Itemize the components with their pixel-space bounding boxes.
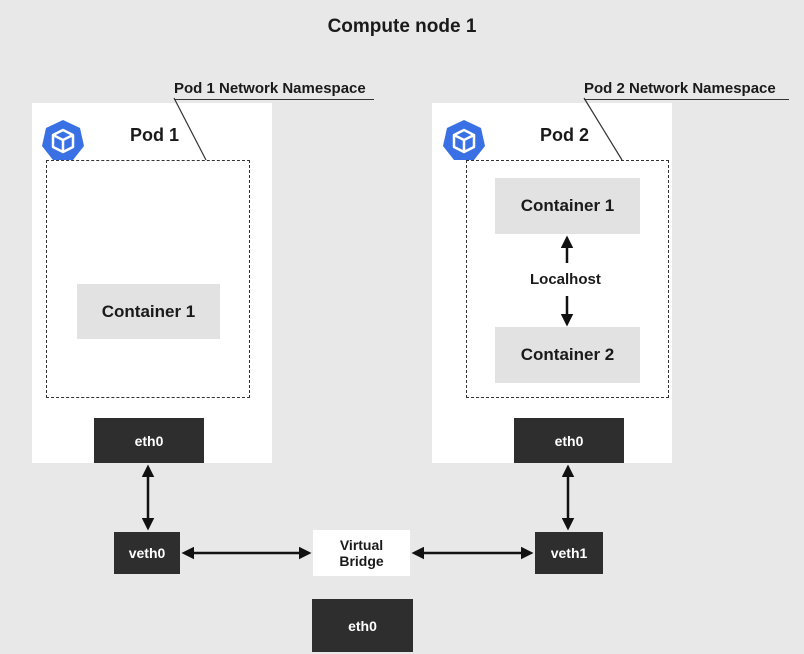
host-eth0-label: eth0 xyxy=(348,617,377,634)
virtual-bridge: Virtual Bridge xyxy=(313,530,410,576)
pod2-namespace-label: Pod 2 Network Namespace xyxy=(584,80,789,100)
pod2-container-1-label: Container 1 xyxy=(520,196,615,215)
host-eth0: eth0 xyxy=(312,599,413,652)
pod1-namespace-box xyxy=(46,160,250,398)
diagram-title: Compute node 1 xyxy=(327,16,477,37)
pod2-eth0-label: eth0 xyxy=(554,432,584,449)
pod2-eth0: eth0 xyxy=(514,418,624,463)
pod1-namespace-leader xyxy=(173,97,207,161)
pod1-container-1-label: Container 1 xyxy=(101,301,196,321)
pod1-title: Pod 1 xyxy=(130,125,180,145)
pod1-eth0: eth0 xyxy=(94,418,204,463)
virtual-bridge-line2: Bridge xyxy=(339,553,384,569)
localhost-label: Localhost xyxy=(528,271,603,288)
pod2-namespace-box xyxy=(466,160,669,398)
veth1-box: veth1 xyxy=(535,532,603,574)
pod2-kubernetes-icon xyxy=(441,118,487,164)
virtual-bridge-line1: Virtual xyxy=(339,537,384,553)
pod1-container-1: Container 1 xyxy=(77,284,220,339)
veth0-label: veth0 xyxy=(128,545,166,561)
pod2-namespace-leader xyxy=(583,97,623,161)
veth0-box: veth0 xyxy=(114,532,180,574)
pod1-card xyxy=(32,103,272,463)
pod1-namespace-label: Pod 1 Network Namespace xyxy=(174,80,374,100)
pod2-container-2: Container 2 xyxy=(495,327,640,383)
pod2-title: Pod 2 xyxy=(540,125,590,145)
veth1-label: veth1 xyxy=(550,545,588,561)
pod2-container-2-label: Container 2 xyxy=(520,345,615,364)
pod1-kubernetes-icon xyxy=(40,118,86,164)
pod1-eth0-label: eth0 xyxy=(134,432,164,449)
pod2-container-1: Container 1 xyxy=(495,178,640,234)
